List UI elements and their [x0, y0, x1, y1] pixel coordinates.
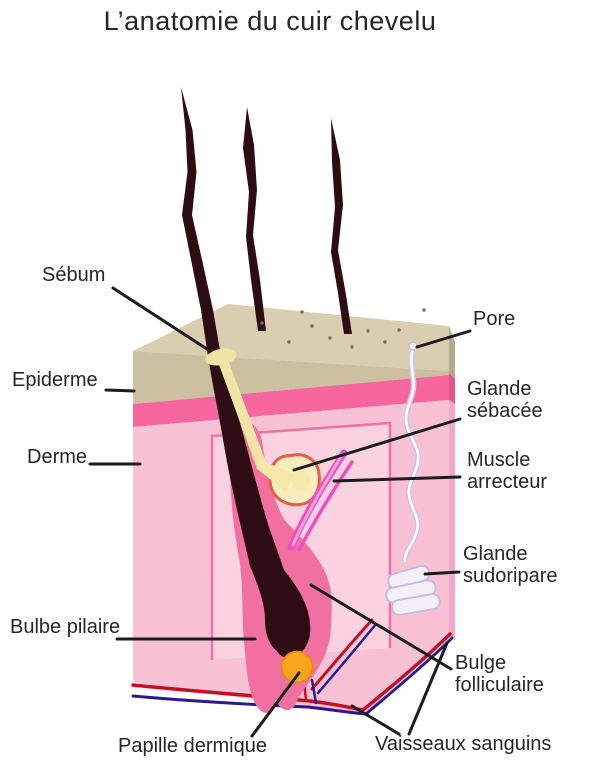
epidermis-side-face	[449, 326, 455, 379]
sweat-gland-coil-3	[391, 593, 441, 616]
pore-dot	[300, 310, 304, 314]
leader-vaisseaux-1	[350, 704, 401, 736]
hair-3	[331, 118, 352, 334]
label-bulbe-pilaire: Bulbe pilaire	[10, 616, 121, 638]
pore-dot	[383, 340, 387, 344]
leader-bulge-folliculaire	[309, 583, 453, 671]
label-papille-dermique: Papille dermique	[118, 735, 267, 757]
vessel-red-branch	[310, 618, 374, 691]
label-glande-sudoripare: Glande sudoripare	[463, 543, 558, 587]
leader-muscle-arrecteur	[332, 475, 462, 483]
hair-2	[243, 107, 266, 331]
pore-dot	[310, 324, 314, 328]
leader-glande-sebacee	[292, 417, 462, 472]
surface-pores	[260, 308, 426, 349]
arrector-muscle-strand-2	[297, 460, 354, 552]
hairs	[181, 87, 352, 658]
leader-vaisseaux-2	[407, 641, 449, 736]
pore-dot	[287, 340, 291, 344]
dermis-inner-panel-edge	[210, 421, 392, 660]
sweat-duct-core	[403, 348, 420, 563]
arrector-muscle-highlight	[291, 453, 344, 547]
vessel-red-main	[131, 632, 452, 712]
blood-vessels	[131, 618, 454, 716]
pore-opening	[408, 341, 418, 351]
label-glande-sebacee: Glande sébacée	[467, 378, 543, 422]
pore-dot	[397, 328, 401, 332]
leader-sebum	[111, 286, 212, 353]
label-epiderme: Epiderme	[12, 369, 98, 391]
label-bulge-folliculaire: Bulge folliculaire	[455, 652, 544, 696]
basal-band-side-face	[449, 373, 455, 404]
page-title: L’anatomie du cuir chevelu	[103, 6, 437, 36]
label-pore: Pore	[473, 308, 516, 330]
sweat-gland-group	[385, 341, 441, 616]
sebaceous-duct-fan	[256, 460, 294, 492]
sebaceous-inner-lobe	[292, 469, 310, 491]
basal-band	[133, 375, 449, 427]
arrector-muscle	[287, 449, 354, 552]
pore-dot	[350, 345, 354, 349]
sebum-streak	[214, 349, 266, 466]
hair-main-shaft-and-bulb	[181, 87, 311, 658]
leader-pore	[415, 329, 472, 349]
label-derme: Derme	[27, 446, 88, 468]
dermis-side-face	[449, 400, 455, 640]
leader-glande-sudoripare	[423, 570, 461, 576]
pore-dot	[366, 329, 370, 333]
pore-dot	[328, 336, 332, 340]
dermal-papilla	[280, 650, 314, 684]
label-muscle-arrecteur: Muscle arrecteur	[467, 449, 548, 493]
vessel-blue-branch	[316, 622, 378, 695]
pore-dot	[260, 321, 264, 325]
label-vaisseaux-sanguins: Vaisseaux sanguins	[375, 733, 552, 755]
vessel-blue-papilla-stub	[310, 678, 318, 705]
leader-epiderme	[104, 388, 136, 393]
pore-dot	[422, 308, 426, 312]
label-sebum: Sébum	[42, 264, 106, 286]
vessel-blue-main	[131, 636, 454, 716]
leader-papille-dermique	[250, 671, 301, 738]
leader-lines	[88, 286, 472, 738]
